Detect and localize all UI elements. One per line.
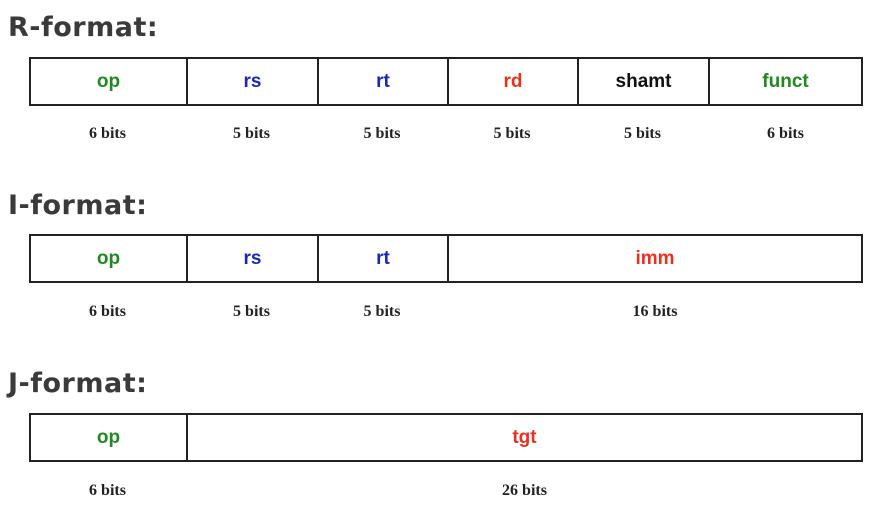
r-field-funct: funct — [762, 70, 809, 92]
i-bits-imm: 16 bits — [632, 303, 678, 320]
r-bits-shamt: 5 bits — [624, 125, 661, 142]
i-field-op: op — [31, 236, 188, 281]
i-format-title: I-format: — [8, 190, 148, 221]
r-bits-op: 6 bits — [89, 125, 126, 142]
j-bits-op: 6 bits — [89, 482, 126, 499]
r-field-shamt: shamt — [579, 59, 710, 104]
i-field-imm: imm — [635, 247, 675, 269]
j-bits-tgt: 26 bits — [502, 482, 547, 499]
i-format-bits: 6 bits 5 bits 5 bits 16 bits — [29, 302, 863, 322]
r-bits-funct: 6 bits — [767, 125, 804, 142]
r-bits-rt: 5 bits — [363, 125, 401, 142]
r-field-op: op — [31, 59, 188, 104]
j-format-title: J-format: — [8, 368, 148, 399]
i-bits-rs: 5 bits — [233, 303, 270, 320]
r-field-rt: rt — [319, 59, 449, 104]
i-field-rs: rs — [188, 236, 319, 281]
r-field-rs: rs — [188, 59, 319, 104]
i-bits-rt: 5 bits — [363, 303, 401, 320]
j-format-bits: 6 bits 26 bits — [29, 481, 863, 501]
i-format-box: op rs rt imm — [29, 234, 863, 283]
r-bits-rs: 5 bits — [233, 125, 270, 142]
i-bits-op: 6 bits — [89, 303, 126, 320]
j-field-op: op — [31, 415, 188, 460]
r-format-bits: 6 bits 5 bits 5 bits 5 bits 5 bits 6 bit… — [29, 124, 863, 144]
j-field-tgt: tgt — [512, 426, 537, 448]
i-field-rt: rt — [319, 236, 449, 281]
r-bits-rd: 5 bits — [493, 125, 531, 142]
r-format-title: R-format: — [8, 12, 159, 43]
j-format-box: op tgt — [29, 413, 863, 462]
r-field-rd: rd — [449, 59, 579, 104]
r-format-box: op rs rt rd shamt funct — [29, 57, 863, 106]
